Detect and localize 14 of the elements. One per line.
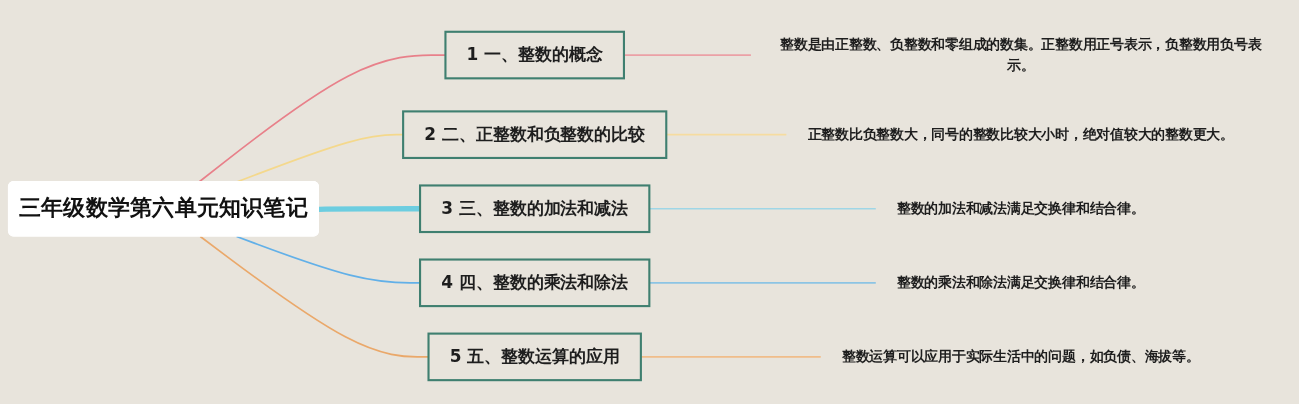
node-text: 正整数比负整数大，同号的整数比较大小时，绝对值较大的整数更大。: [807, 126, 1234, 143]
node-text: 整数是由正整数、负整数和零组成的数集。正整数用正号表示，负整数用负号表示。: [780, 36, 1262, 74]
node-text: 整数运算可以应用于实际生活中的问题，如负债、海拔等。: [841, 348, 1200, 365]
node-box: 1 一、整数的概念: [444, 30, 625, 80]
node-box: 3 三、整数的加法和减法: [419, 184, 651, 234]
connector: [623, 54, 752, 56]
node-text: 整数的加法和减法满足交换律和结合律。: [896, 200, 1145, 217]
node-box: 5 五、整数运算的应用: [427, 332, 642, 382]
connector: [235, 235, 421, 284]
connector: [319, 206, 421, 212]
node-text: 整数的乘法和除法满足交换律和结合律。: [896, 274, 1145, 291]
node-box: 2 二、正整数和负整数的比较: [402, 110, 668, 159]
node-box: 4 四、整数的乘法和除法: [419, 258, 651, 308]
connector: [640, 356, 822, 358]
